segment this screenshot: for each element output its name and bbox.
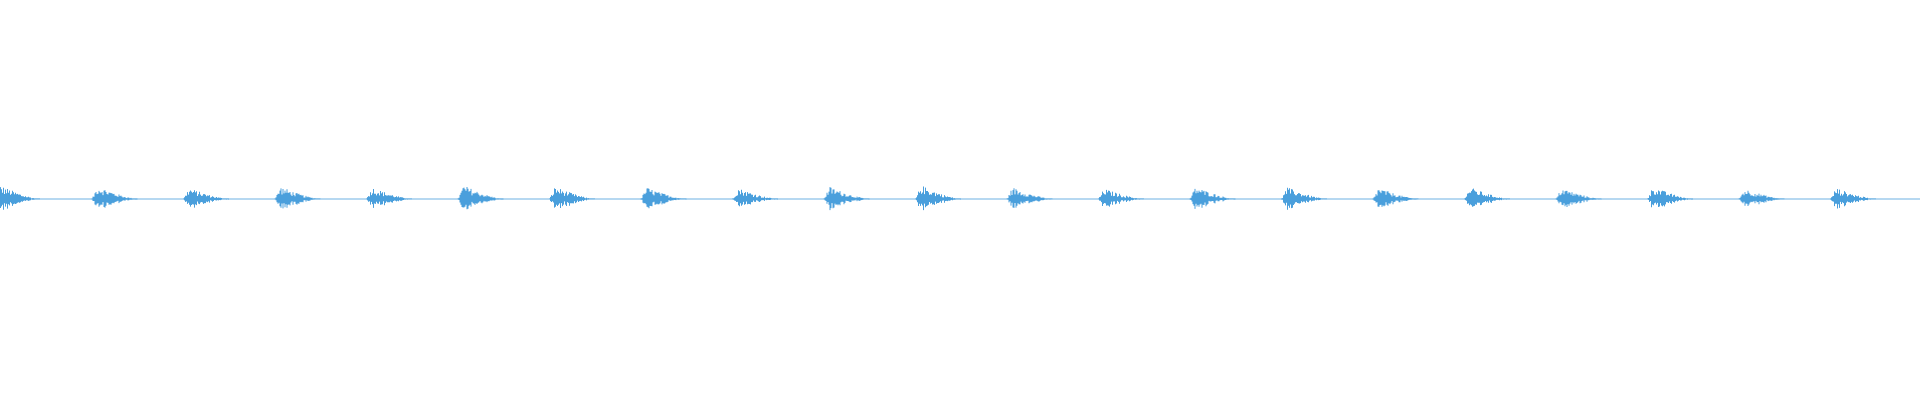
waveform-burst-spikes (1464, 188, 1510, 207)
waveform-burst-spikes (1555, 190, 1602, 207)
waveform-burst (457, 187, 504, 210)
waveform-burst-spikes (1738, 190, 1785, 206)
waveform-burst-spikes (1006, 188, 1053, 208)
waveform-burst (640, 188, 687, 209)
waveform-burst-spikes (1647, 190, 1693, 208)
waveform-burst (1098, 189, 1144, 207)
waveform-burst (366, 189, 412, 208)
waveform-burst (1830, 189, 1876, 209)
waveform-burst (0, 187, 40, 210)
waveform-burst-spikes (366, 189, 412, 208)
waveform-burst (915, 186, 961, 211)
waveform-burst (549, 188, 595, 208)
waveform-burst-spikes (91, 190, 138, 208)
waveform-burst (732, 189, 778, 207)
waveform-burst-spikes (1189, 188, 1236, 209)
waveform-burst (1189, 188, 1236, 209)
waveform-burst (1006, 188, 1053, 208)
waveform-burst (1464, 188, 1510, 207)
waveform-burst-spikes (183, 190, 229, 208)
waveform-burst (91, 190, 138, 208)
waveform-burst (1647, 190, 1693, 208)
waveform-burst-spikes (1372, 190, 1419, 207)
waveform-burst (1738, 190, 1785, 206)
waveform-burst-spikes (457, 187, 504, 210)
waveform-burst (823, 187, 870, 211)
waveform-burst (1555, 190, 1602, 207)
waveform-bursts (0, 186, 1876, 211)
waveform-burst-spikes (640, 188, 687, 209)
waveform-burst-spikes (915, 186, 961, 211)
waveform-burst-spikes (274, 188, 321, 209)
waveform-burst-spikes (732, 189, 778, 207)
waveform-burst-spikes (1281, 187, 1327, 210)
waveform-burst-spikes (549, 188, 595, 208)
waveform-burst (1281, 187, 1327, 210)
waveform-burst (183, 190, 229, 208)
waveform-burst-spikes (0, 187, 40, 210)
waveform-burst-spikes (1830, 189, 1876, 209)
waveform-burst-spikes (823, 187, 870, 211)
waveform-burst (1372, 190, 1419, 207)
waveform-burst (274, 188, 321, 209)
waveform-burst-spikes (1098, 189, 1144, 207)
